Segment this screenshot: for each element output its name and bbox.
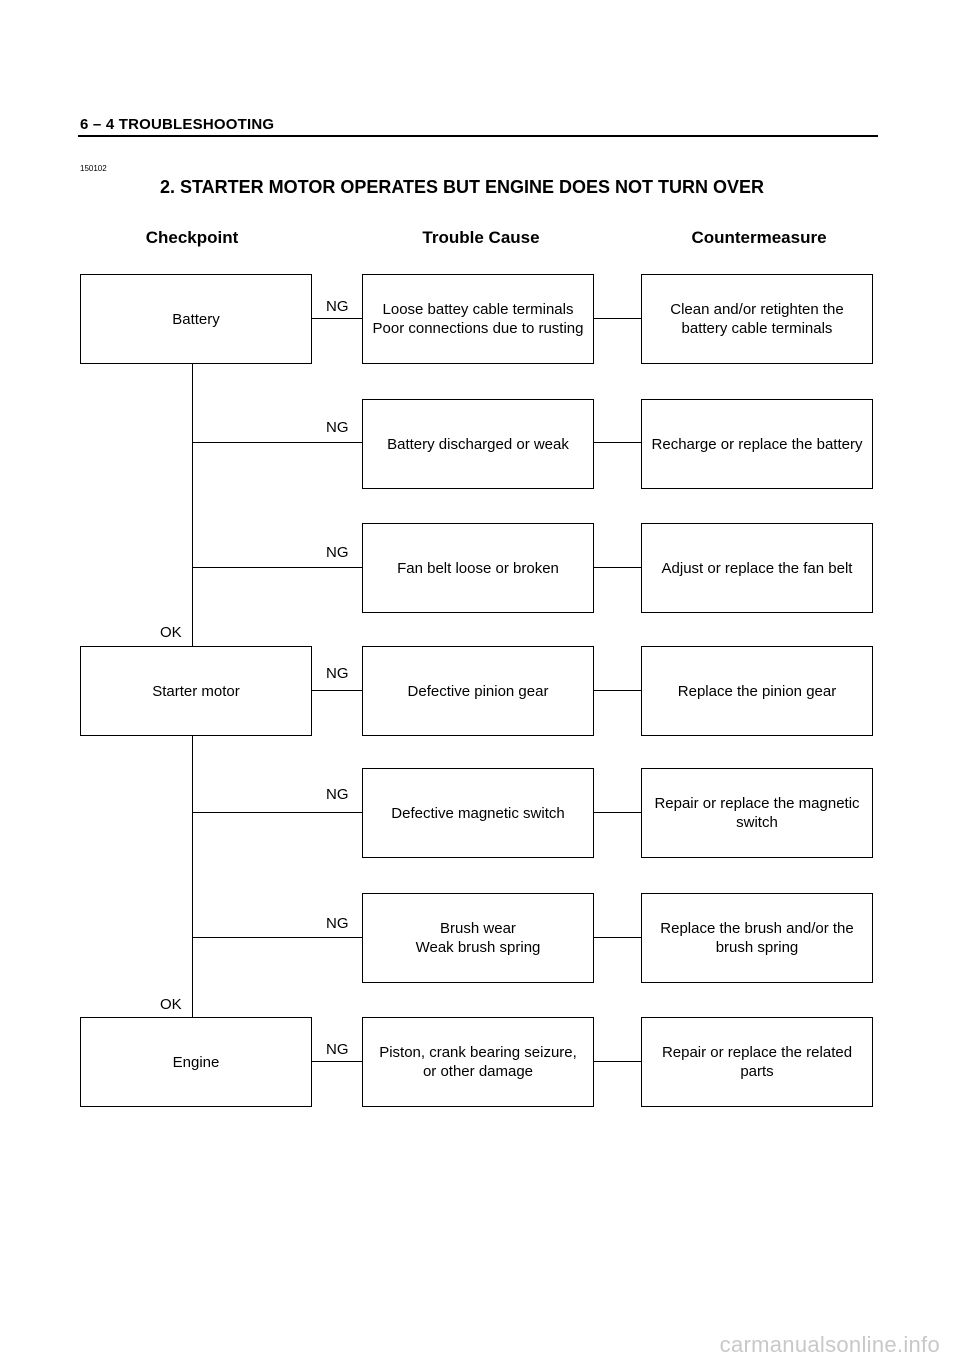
section-code: 150102 bbox=[80, 164, 107, 173]
ok-label: OK bbox=[160, 996, 182, 1013]
countermeasure-box: Adjust or replace the fan belt bbox=[641, 523, 873, 613]
ng-connector bbox=[312, 318, 362, 319]
fix-connector bbox=[594, 937, 641, 938]
ng-connector bbox=[192, 812, 362, 813]
checkpoint-starter-motor: Starter motor bbox=[80, 646, 312, 736]
column-header-trouble-cause: Trouble Cause bbox=[422, 228, 540, 247]
section-header: 6 – 4 TROUBLESHOOTING bbox=[80, 116, 275, 133]
ng-connector bbox=[192, 937, 362, 938]
ng-label: NG bbox=[326, 665, 349, 682]
page-title: 2. STARTER MOTOR OPERATES BUT ENGINE DOE… bbox=[160, 177, 765, 197]
trunk-line-battery bbox=[192, 364, 193, 647]
ng-connector bbox=[312, 690, 362, 691]
ok-label: OK bbox=[160, 624, 182, 641]
countermeasure-box: Replace the pinion gear bbox=[641, 646, 873, 736]
fix-connector bbox=[594, 812, 641, 813]
ng-label: NG bbox=[326, 915, 349, 932]
ng-label: NG bbox=[326, 298, 349, 315]
cause-box: Fan belt loose or broken bbox=[362, 523, 594, 613]
countermeasure-box: Repair or replace the related parts bbox=[641, 1017, 873, 1107]
column-header-countermeasure: Countermeasure bbox=[691, 228, 827, 247]
ng-connector bbox=[312, 1061, 362, 1062]
fix-connector bbox=[594, 567, 641, 568]
fix-connector bbox=[594, 690, 641, 691]
countermeasure-box: Recharge or replace the battery bbox=[641, 399, 873, 489]
ng-label: NG bbox=[326, 419, 349, 436]
checkpoint-battery: Battery bbox=[80, 274, 312, 364]
cause-box: Defective pinion gear bbox=[362, 646, 594, 736]
cause-box: Brush wear Weak brush spring bbox=[362, 893, 594, 983]
watermark: carmanualsonline.info bbox=[719, 1332, 940, 1357]
header-rule bbox=[78, 135, 878, 137]
fix-connector bbox=[594, 1061, 641, 1062]
cause-box: Battery discharged or weak bbox=[362, 399, 594, 489]
countermeasure-box: Repair or replace the magnetic switch bbox=[641, 768, 873, 858]
ng-label: NG bbox=[326, 1041, 349, 1058]
checkpoint-engine: Engine bbox=[80, 1017, 312, 1107]
ng-label: NG bbox=[326, 786, 349, 803]
fix-connector bbox=[594, 442, 641, 443]
column-header-checkpoint: Checkpoint bbox=[145, 228, 239, 247]
countermeasure-box: Replace the brush and/or the brush sprin… bbox=[641, 893, 873, 983]
cause-box: Loose battey cable terminals Poor connec… bbox=[362, 274, 594, 364]
ng-connector bbox=[192, 442, 362, 443]
cause-box: Defective magnetic switch bbox=[362, 768, 594, 858]
ng-connector bbox=[192, 567, 362, 568]
cause-box: Piston, crank bearing seizure, or other … bbox=[362, 1017, 594, 1107]
trunk-line-starter bbox=[192, 735, 193, 1018]
fix-connector bbox=[594, 318, 641, 319]
ng-label: NG bbox=[326, 544, 349, 561]
countermeasure-box: Clean and/or retighten the battery cable… bbox=[641, 274, 873, 364]
